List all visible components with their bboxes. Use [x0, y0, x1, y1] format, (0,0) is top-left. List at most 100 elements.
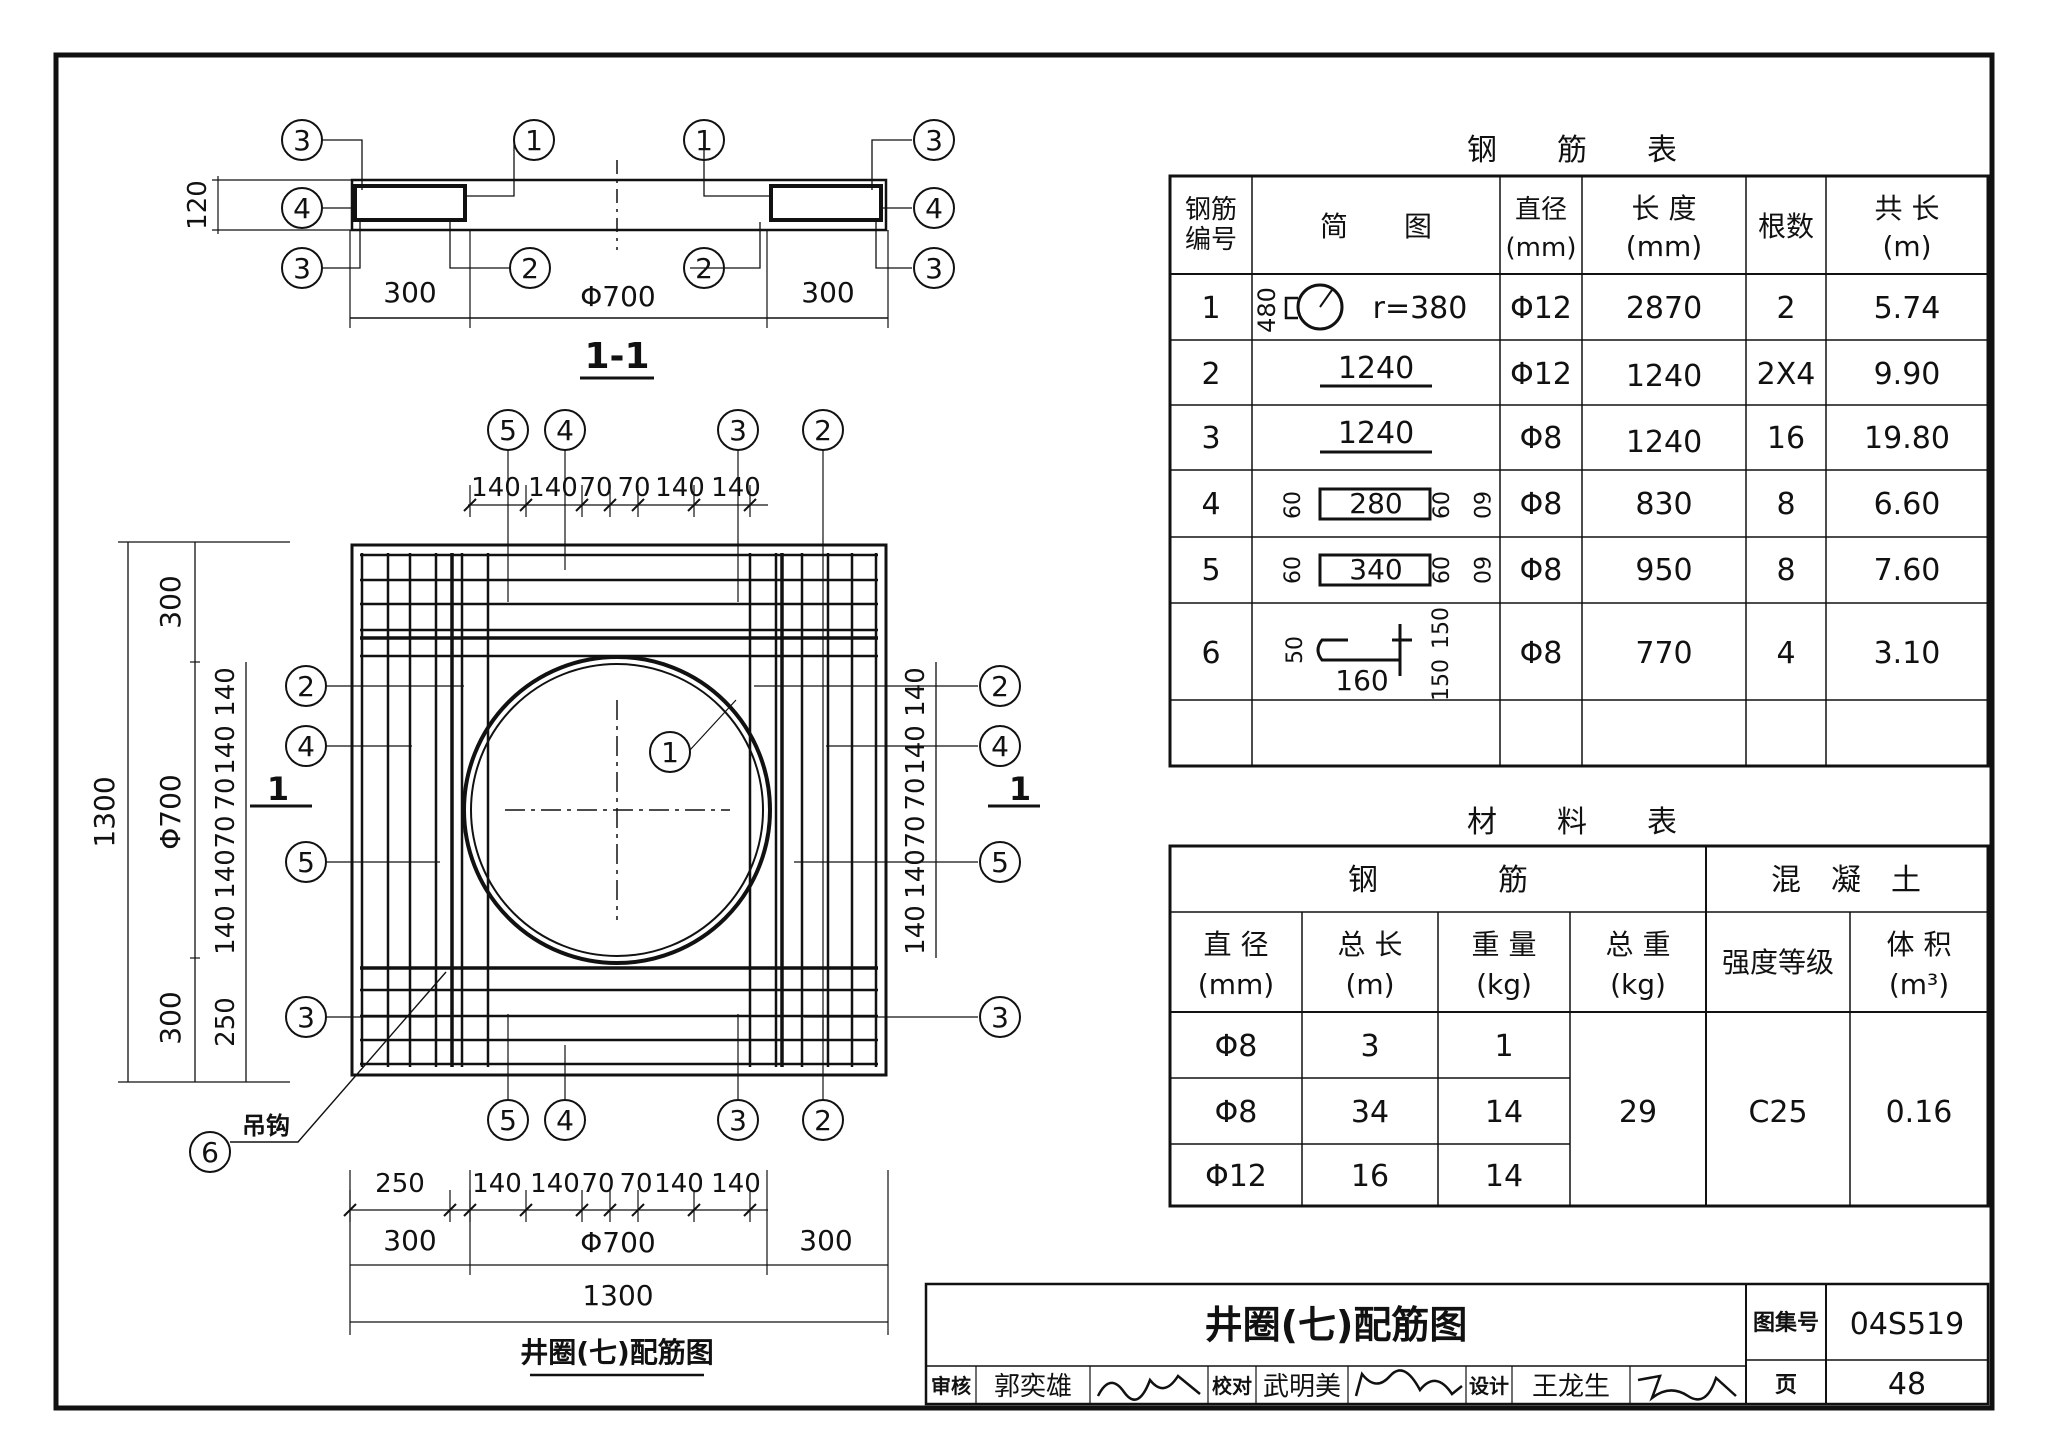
row2-total: 9.90 [1874, 357, 1941, 392]
mat-row1-dia: Φ8 [1215, 1029, 1258, 1064]
row3-count: 16 [1767, 421, 1805, 456]
left-dim-inner: 140 [211, 905, 241, 955]
bottom-dim: 140 [472, 1169, 522, 1199]
mat-row2-wt: 14 [1485, 1095, 1523, 1130]
designer-signature [1637, 1374, 1737, 1402]
callout-2: 2 [814, 1104, 832, 1137]
row6-len: 770 [1635, 636, 1692, 671]
callout-1: 1 [695, 124, 713, 157]
row4-dia: Φ8 [1520, 487, 1563, 522]
row2-count: 2X4 [1757, 357, 1816, 392]
top-dim: 70 [617, 473, 650, 503]
header-diameter: 直径(mm) [1506, 195, 1577, 263]
row1-sketch: r=380 [1373, 291, 1468, 326]
row2-sketch: 1240 [1338, 351, 1414, 386]
row1-count: 2 [1776, 291, 1795, 326]
left-dim-inner: 250 [211, 997, 241, 1047]
drawing-title: 井圈(七)配筋图 [1205, 1303, 1468, 1347]
callout-3: 3 [293, 252, 311, 285]
reviewer-name: 郭奕雄 [994, 1372, 1072, 1402]
callout-4: 4 [297, 730, 315, 763]
row5-dia: Φ8 [1520, 553, 1563, 588]
callout-5: 5 [991, 846, 1009, 879]
design-label: 设计 [1469, 1374, 1509, 1398]
left-dim-outer: 300 [154, 991, 187, 1044]
callout-3: 3 [297, 1001, 315, 1034]
top-dim: 140 [471, 473, 521, 503]
rebar-table-title: 钢 筋 表 [1467, 133, 1677, 168]
header-count: 根数 [1758, 210, 1814, 243]
callout-2: 2 [297, 670, 315, 703]
page-label: 页 [1775, 1373, 1797, 1398]
left-dim-outer: 300 [154, 575, 187, 628]
callout-4: 4 [925, 192, 943, 225]
row4-len: 830 [1635, 487, 1692, 522]
left-dim-inner: 140 [211, 725, 241, 775]
sheet-border [53, 52, 1995, 1411]
callout-2: 2 [695, 252, 713, 285]
row5-no: 5 [1201, 553, 1220, 588]
bottom-dim: 140 [654, 1169, 704, 1199]
row4-total: 6.60 [1874, 487, 1941, 522]
callout-5: 5 [499, 414, 517, 447]
row6-sketch-dim: 150 [1429, 659, 1454, 701]
callout-4: 4 [556, 1104, 574, 1137]
top-dim: 140 [528, 473, 578, 503]
review-label: 审核 [931, 1374, 971, 1398]
designer-name: 王龙生 [1532, 1372, 1610, 1402]
header-bar-no: 钢筋编号 [1185, 195, 1237, 255]
rebar-table: 钢 筋 表 钢筋编号 简 图 直径(mm) 长 度(mm) 根数 共 长(m) … [1168, 133, 1990, 768]
right-dim: 70 [901, 815, 931, 848]
bottom-dim: 70 [619, 1169, 652, 1199]
mat-row1-len: 3 [1360, 1029, 1379, 1064]
row5-sketch-dim: 60 [1430, 556, 1455, 584]
row1-sketch-dim: 480 [1253, 287, 1281, 333]
callout-3: 3 [925, 252, 943, 285]
row2-no: 2 [1201, 357, 1220, 392]
callout-3: 3 [991, 1001, 1009, 1034]
material-table-title: 材 料 表 [1467, 805, 1677, 840]
callout-2: 2 [521, 252, 539, 285]
row6-no: 6 [1201, 636, 1220, 671]
callout-4: 4 [991, 730, 1009, 763]
callout-1: 1 [661, 736, 679, 769]
mat-header-total: 总 重(kg) [1606, 928, 1671, 1001]
row3-sketch: 1240 [1338, 416, 1414, 451]
right-dim: 140 [901, 667, 931, 717]
bottom-dim: 140 [711, 1169, 761, 1199]
row6-sketch-dim: 150 [1429, 607, 1454, 649]
plan-title: 井圈(七)配筋图 [520, 1336, 714, 1369]
row6-dia: Φ8 [1520, 636, 1563, 671]
section-dim-center: Φ700 [580, 280, 655, 313]
section-title: 1-1 [584, 336, 649, 377]
left-dim-inner: 140 [211, 667, 241, 717]
callout-4: 4 [293, 192, 311, 225]
mat-row3-dia: Φ12 [1205, 1159, 1267, 1194]
callout-2: 2 [814, 414, 832, 447]
top-dim: 140 [711, 473, 761, 503]
callout-6: 6 [201, 1136, 219, 1169]
right-dim: 70 [901, 777, 931, 810]
mat-row3-wt: 14 [1485, 1159, 1523, 1194]
top-dim: 70 [579, 473, 612, 503]
page-no: 48 [1888, 1367, 1926, 1402]
row3-dia: Φ8 [1520, 421, 1563, 456]
mat-row3-len: 16 [1351, 1159, 1389, 1194]
left-dim-outer: Φ700 [154, 774, 187, 849]
row6-sketch: 160 [1335, 664, 1388, 697]
right-dim: 140 [901, 849, 931, 899]
section-mark-left: 1 [267, 770, 289, 808]
row1-no: 1 [1201, 291, 1220, 326]
plan-dimensions: 140 140 70 70 140 140 250 140 140 70 70 … [88, 473, 937, 1335]
mat-total-weight: 29 [1619, 1095, 1657, 1130]
mat-volume: 0.16 [1886, 1095, 1953, 1130]
row1-total: 5.74 [1874, 291, 1941, 326]
callout-1: 1 [525, 124, 543, 157]
mat-header-wt: 重 量(kg) [1472, 928, 1537, 1001]
plan-callouts: 5 4 3 2 2 4 5 3 2 4 5 3 1 5 4 3 2 6 [189, 409, 1021, 1173]
group-concrete: 混 凝 土 [1771, 863, 1921, 898]
checker-name: 武明美 [1263, 1372, 1341, 1402]
check-label: 校对 [1212, 1374, 1252, 1398]
right-dim: 140 [901, 905, 931, 955]
row2-len: 1240 [1626, 359, 1702, 394]
